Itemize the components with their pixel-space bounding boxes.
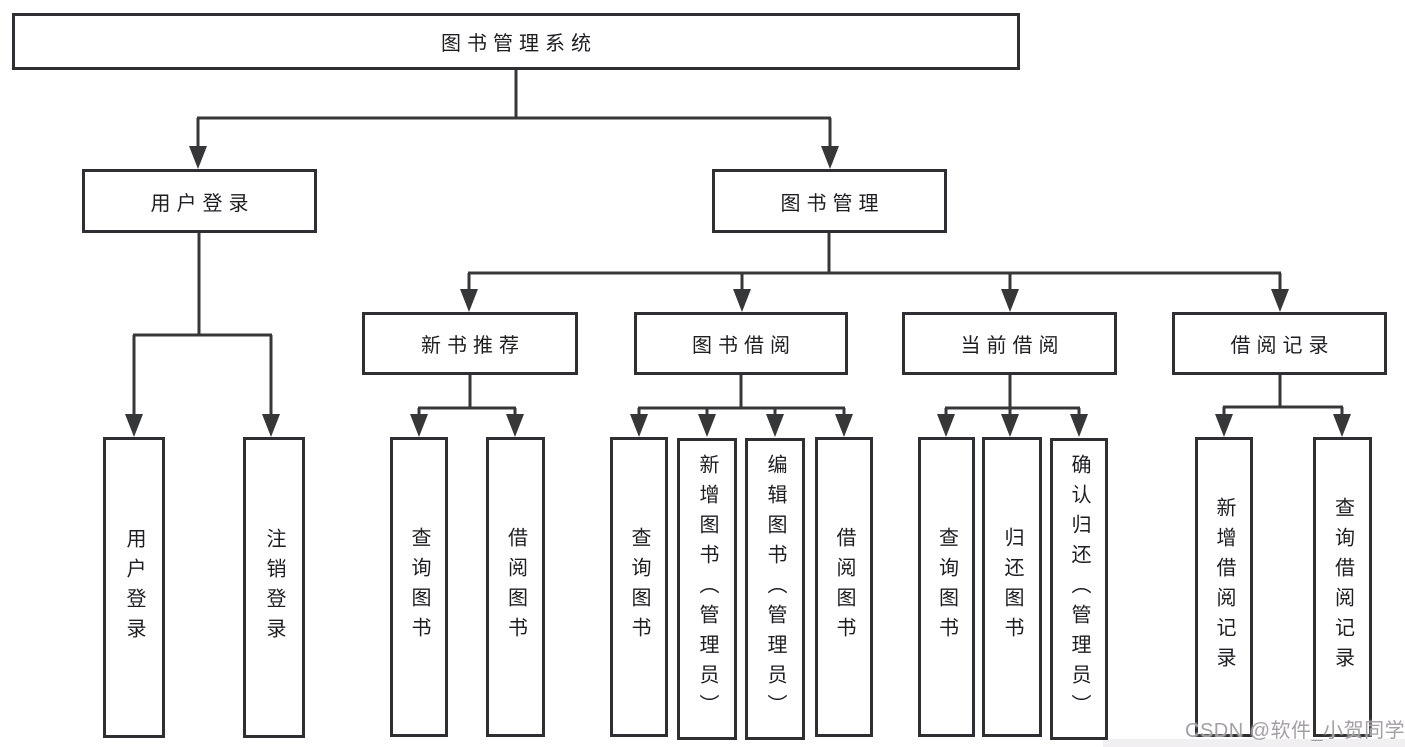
leaf-bb-edit-book-admin-label: 编辑图书（管理员） bbox=[764, 454, 786, 724]
leaf-user-login-label: 用户登录 bbox=[123, 527, 145, 648]
leaf-cb-confirm-return-admin: 确认归还（管理员） bbox=[1050, 438, 1108, 740]
node-book-system: 图书管理系统 bbox=[12, 13, 1020, 70]
leaf-br-query-record-label: 查询借阅记录 bbox=[1331, 497, 1354, 677]
leaf-bb-query-book: 查询图书 bbox=[610, 437, 668, 737]
leaf-bb-query-book-label: 查询图书 bbox=[628, 527, 650, 647]
leaf-cb-return-book: 归还图书 bbox=[982, 437, 1042, 737]
leaf-rec-borrow-book-label: 借阅图书 bbox=[504, 527, 527, 647]
node-current-borrow-label: 当前借阅 bbox=[960, 335, 1065, 357]
leaf-cb-return-book-label: 归还图书 bbox=[1001, 527, 1023, 647]
node-borrow-records: 借阅记录 bbox=[1172, 312, 1387, 375]
watermark-strip bbox=[1103, 739, 1405, 747]
node-borrow-records-label: 借阅记录 bbox=[1230, 335, 1335, 357]
leaf-cb-query-book-label: 查询图书 bbox=[935, 527, 958, 647]
node-book-borrow-label: 图书借阅 bbox=[692, 335, 796, 357]
node-user-login: 用户登录 bbox=[82, 169, 317, 233]
leaf-user-login: 用户登录 bbox=[103, 437, 165, 738]
leaf-logout: 注销登录 bbox=[243, 437, 305, 738]
node-new-book-recommend: 新书推荐 bbox=[362, 312, 578, 375]
node-book-borrow: 图书借阅 bbox=[634, 312, 848, 375]
leaf-bb-edit-book-admin: 编辑图书（管理员） bbox=[745, 438, 805, 740]
leaf-rec-borrow-book: 借阅图书 bbox=[486, 437, 545, 737]
csdn-watermark: CSDN @软件_小贺同学 bbox=[1185, 720, 1405, 742]
leaf-br-add-record-label: 新增借阅记录 bbox=[1213, 497, 1235, 677]
node-book-system-label: 图书管理系统 bbox=[441, 33, 597, 55]
node-new-book-recommend-label: 新书推荐 bbox=[421, 335, 525, 357]
leaf-bb-borrow-book-label: 借阅图书 bbox=[833, 527, 855, 647]
leaf-rec-query-book: 查询图书 bbox=[390, 437, 448, 737]
leaf-bb-add-book-admin-label: 新增图书（管理员） bbox=[696, 454, 718, 724]
leaf-cb-query-book: 查询图书 bbox=[918, 437, 975, 737]
leaf-logout-label: 注销登录 bbox=[263, 527, 285, 648]
leaf-cb-confirm-return-admin-label: 确认归还（管理员） bbox=[1068, 454, 1090, 724]
node-current-borrow: 当前借阅 bbox=[902, 312, 1117, 375]
node-book-management-label: 图书管理 bbox=[780, 192, 885, 215]
leaf-bb-add-book-admin: 新增图书（管理员） bbox=[677, 438, 737, 740]
node-user-login-label: 用户登录 bbox=[150, 192, 255, 215]
leaf-rec-query-book-label: 查询图书 bbox=[408, 527, 430, 647]
leaf-bb-borrow-book: 借阅图书 bbox=[815, 437, 873, 737]
node-book-management: 图书管理 bbox=[712, 169, 947, 233]
leaf-br-query-record: 查询借阅记录 bbox=[1313, 437, 1372, 737]
leaf-br-add-record: 新增借阅记录 bbox=[1195, 437, 1253, 737]
